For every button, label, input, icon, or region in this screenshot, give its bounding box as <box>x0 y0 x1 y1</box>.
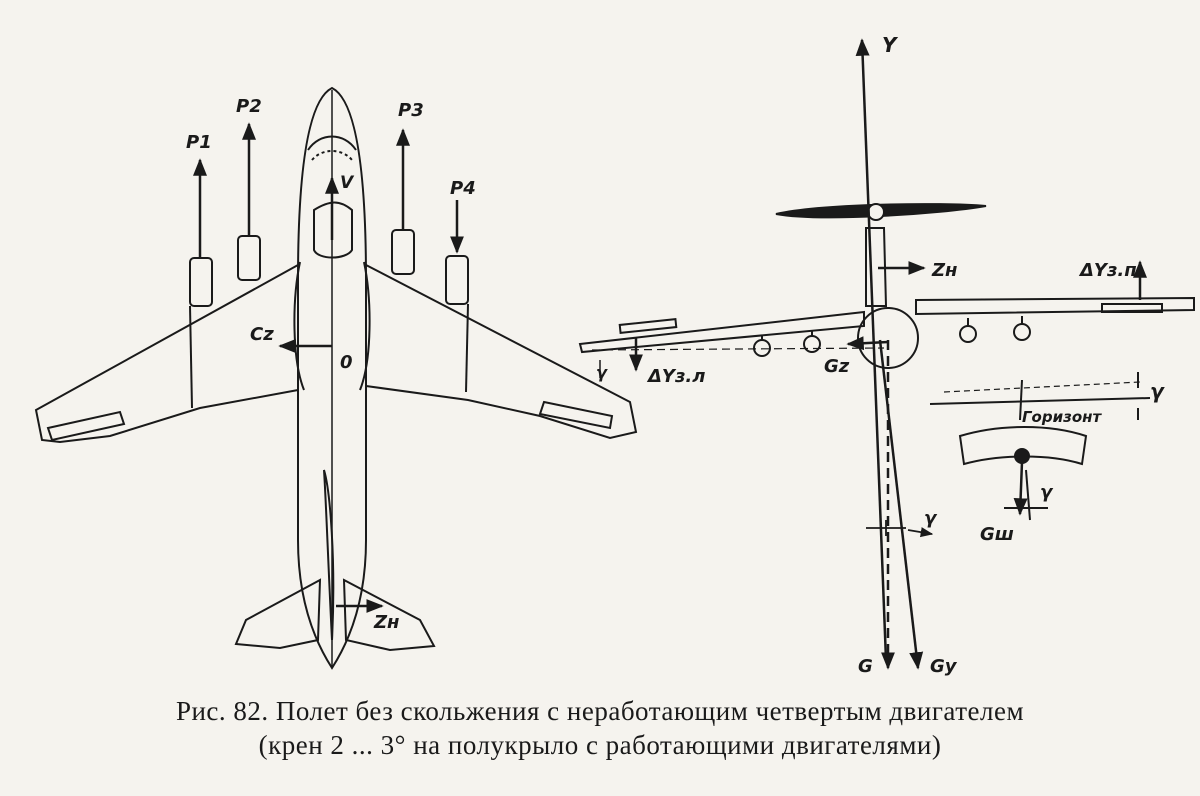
front-engine-4 <box>1013 323 1031 341</box>
label-zh-fin: Zн <box>931 260 958 281</box>
engine-3 <box>391 229 415 275</box>
top-view-labels: P1 P2 P3 P4 V Cz 0 Zн <box>186 96 476 633</box>
label-horizon: Горизонт <box>1022 408 1102 426</box>
label-dy-left: ΔYз.л <box>646 366 705 387</box>
figure-caption-line-1: Рис. 82. Полет без скольжения с неработа… <box>175 696 1025 726</box>
label-gamma-ball: γ <box>1040 482 1054 503</box>
horizon-indicator <box>929 372 1151 521</box>
left-wing <box>34 264 299 444</box>
gz-arrow <box>846 336 889 351</box>
front-view-labels: Y Zн ΔYз.п ΔYз.л Gz γ γ Горизонт γ Gш γ … <box>596 33 1165 677</box>
label-gamma-wing: γ <box>596 363 608 382</box>
label-gsh: Gш <box>980 524 1014 545</box>
label-cz: Cz <box>250 324 274 345</box>
vertical-fin <box>865 227 888 307</box>
label-dy-right: ΔYз.п <box>1078 260 1137 281</box>
label-p3: P3 <box>398 100 424 121</box>
label-gamma-horizon: γ <box>1150 379 1165 403</box>
ball-indicator-ball <box>1014 448 1030 464</box>
label-zh-tail: Zн <box>373 612 400 633</box>
label-p2: P2 <box>236 96 262 117</box>
label-p4: P4 <box>450 178 476 199</box>
label-gamma-bottom: γ <box>924 508 938 529</box>
front-engine-3 <box>959 325 977 343</box>
front-engine-2 <box>803 335 821 353</box>
label-gz: Gz <box>824 356 850 377</box>
front-view-force-lines <box>591 38 1147 670</box>
figure-caption-line-2: (крен 2 ... 3° на полукрыло с работающим… <box>258 730 942 760</box>
label-p1: P1 <box>186 132 212 153</box>
lift-axis-y <box>855 38 888 661</box>
engine-2 <box>237 235 261 281</box>
label-g: G <box>858 656 873 677</box>
ball-indicator-tube <box>958 426 1088 466</box>
engine-1 <box>189 257 213 307</box>
aircraft-top-view <box>34 86 638 670</box>
horizon-line <box>929 397 1151 405</box>
weight-component-gy <box>878 339 924 670</box>
label-v: V <box>340 173 355 193</box>
front-view-wing <box>578 310 865 354</box>
engine-4 <box>445 255 469 305</box>
right-wing <box>365 264 638 440</box>
label-y-axis: Y <box>882 33 899 57</box>
bank-angle-marks <box>866 520 934 538</box>
thrust-arrows <box>193 122 464 613</box>
front-engine-1 <box>753 339 771 357</box>
label-gy: Gy <box>930 656 958 677</box>
aircraft-front-view <box>578 203 1195 369</box>
horizontal-stabilizer <box>234 578 322 650</box>
label-origin: 0 <box>340 352 353 373</box>
